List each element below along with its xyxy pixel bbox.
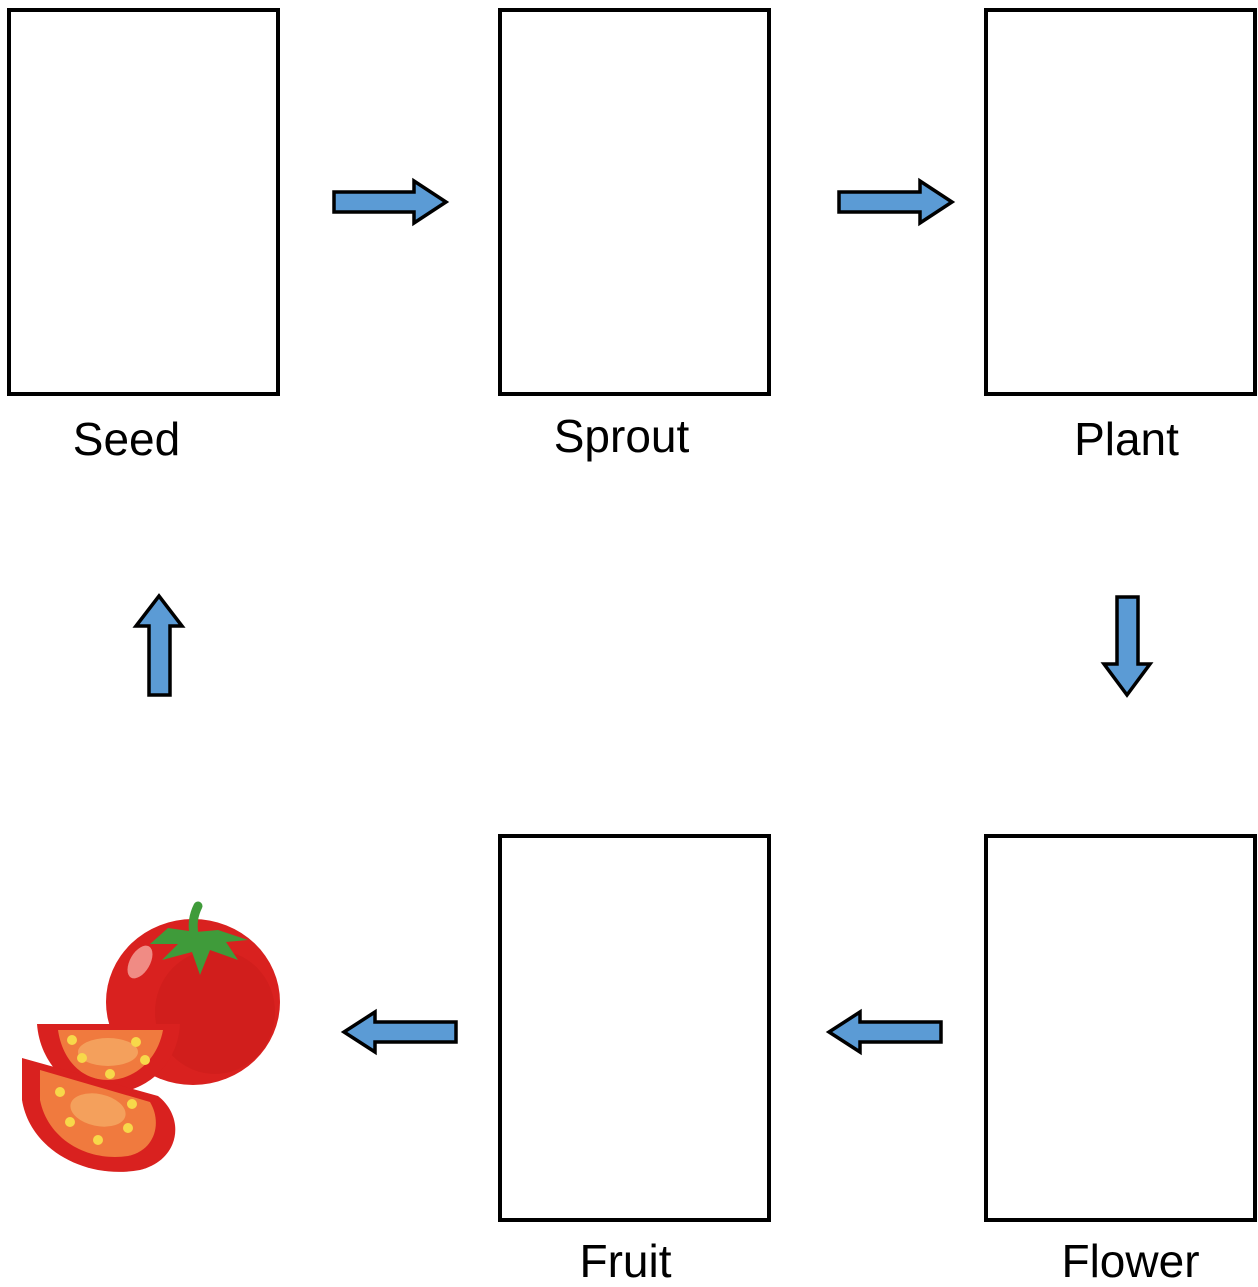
label-seed: Seed <box>72 413 181 465</box>
arrow-left-fruit-tomato <box>340 1008 458 1056</box>
label-fruit: Fruit <box>579 1235 672 1287</box>
arrow-left-flower-fruit <box>825 1008 943 1056</box>
stage-box-fruit <box>498 834 771 1222</box>
arrow-right-sprout-plant <box>837 177 956 227</box>
label-sprout: Sprout <box>553 410 690 462</box>
arrow-down-plant-flower <box>1100 595 1154 698</box>
arrow-right-seed-sprout <box>332 177 450 227</box>
stage-box-seed <box>7 8 280 396</box>
stage-box-flower <box>984 834 1257 1222</box>
stage-box-sprout <box>498 8 771 396</box>
tomato-icon <box>22 901 280 1172</box>
label-plant: Plant <box>1074 413 1179 465</box>
arrow-up-tomato-seed <box>132 593 186 697</box>
label-flower: Flower <box>1061 1235 1200 1287</box>
stage-box-plant <box>984 8 1257 396</box>
